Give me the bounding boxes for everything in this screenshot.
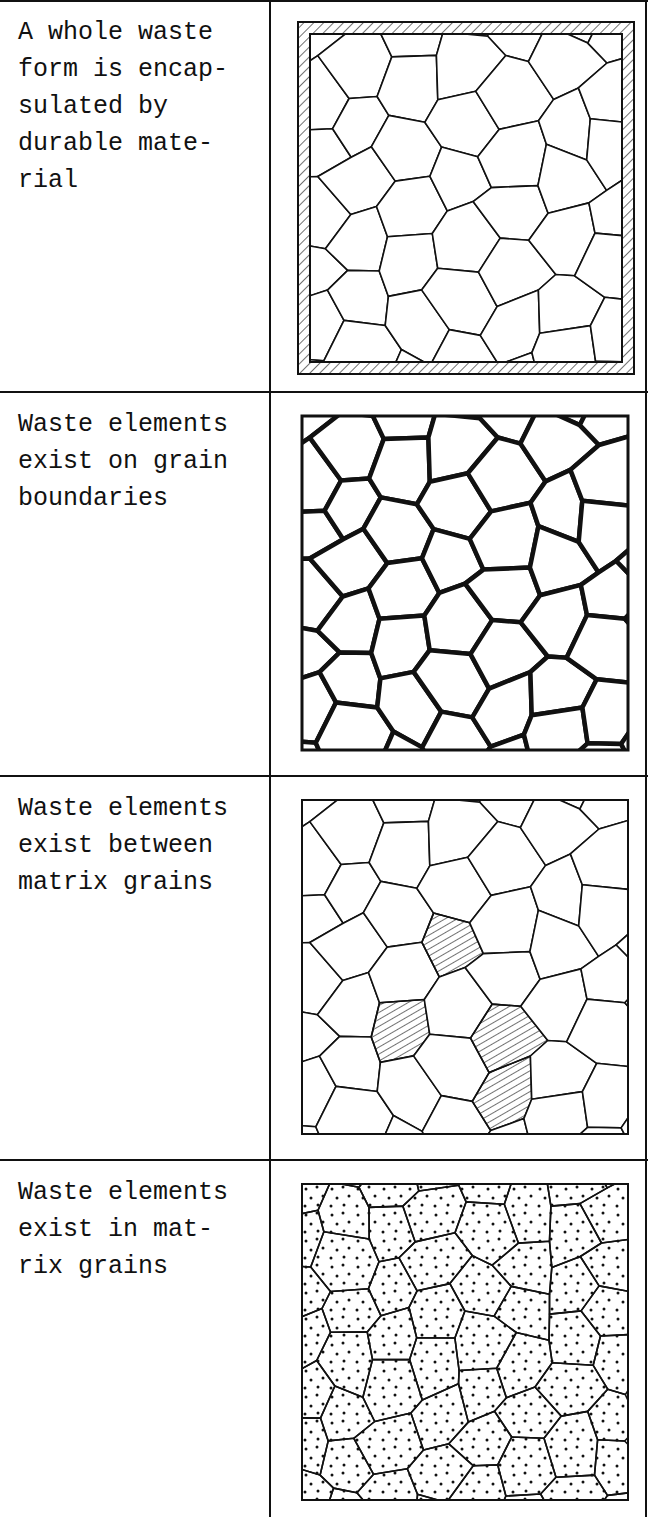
- grain: [621, 1097, 628, 1134]
- grain: [567, 615, 628, 683]
- grain: [544, 1411, 598, 1477]
- grain: [532, 326, 596, 362]
- grain: [581, 561, 628, 619]
- grain: [582, 679, 628, 744]
- table-cell-text: Waste elements exist between matrix grai…: [18, 790, 233, 901]
- grain: [588, 34, 622, 63]
- grain: [320, 652, 381, 707]
- grain: [494, 1286, 549, 1340]
- grain: [524, 708, 588, 750]
- grain: [616, 535, 628, 595]
- grain: [578, 54, 622, 123]
- grain: [377, 55, 438, 122]
- grain: [325, 206, 387, 271]
- grain: [478, 121, 547, 188]
- grain: [593, 1334, 628, 1395]
- grain: [588, 1389, 628, 1441]
- grain: [381, 34, 443, 57]
- grain: [570, 436, 628, 505]
- grain: [492, 1241, 552, 1294]
- grain: [470, 503, 539, 570]
- grain: [317, 972, 379, 1037]
- grain: [595, 1440, 629, 1496]
- grain: [570, 820, 628, 889]
- intergranular-grains: [300, 798, 630, 1136]
- grain: [369, 821, 430, 888]
- grain: [328, 270, 389, 325]
- grain: [575, 233, 622, 301]
- grain: [590, 297, 622, 362]
- grain: [582, 1063, 628, 1128]
- grain: [317, 1332, 373, 1397]
- table-cell-text: Waste elements exist in mat- rix grains: [18, 1174, 233, 1285]
- grain: [487, 353, 540, 362]
- grain: [311, 1232, 379, 1292]
- grain: [373, 800, 435, 823]
- grain: [589, 179, 622, 237]
- table-cell-text: A whole waste form is encap- sulated by …: [18, 14, 233, 199]
- grain: [580, 1238, 628, 1291]
- grain: [616, 919, 628, 979]
- grain: [524, 1092, 588, 1134]
- grain: [479, 1119, 532, 1134]
- grain: [566, 1127, 628, 1134]
- grain: [586, 1492, 628, 1501]
- table-cell-text: Waste elements exist on grain boundaries: [18, 406, 233, 517]
- grain: [367, 1307, 417, 1359]
- grain: [581, 945, 628, 1003]
- grain: [567, 999, 628, 1067]
- grain: [504, 1184, 551, 1243]
- grain: [480, 290, 539, 362]
- encapsulated-grains: [296, 20, 636, 376]
- grain: [581, 1286, 628, 1336]
- grain: [447, 1465, 506, 1500]
- grain: [580, 1184, 628, 1243]
- boundary-grains: [300, 414, 630, 752]
- grain: [320, 1036, 381, 1091]
- grain: [587, 119, 622, 191]
- grain: [470, 887, 539, 954]
- intragranular-grains: [300, 1182, 630, 1502]
